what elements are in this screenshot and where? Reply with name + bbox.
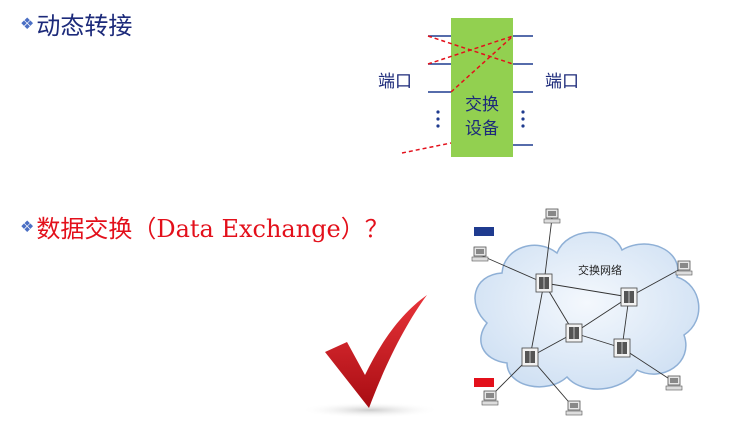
diamond-bullet-icon: ❖ [20,14,35,33]
network-diagram [471,208,700,416]
heading-data-exchange: ❖ 数据交换（Data Exchange）？ [20,209,389,244]
heading-text: 动态转接 [36,12,133,40]
checkmark-icon [300,295,440,418]
diamond-bullet-icon: ❖ [20,217,35,236]
blue-legend-swatch [474,227,494,236]
left-port-label: 端口 [378,72,412,92]
right-port-lines [513,35,533,146]
cloud-icon [474,231,700,390]
device-label: 交换 设备 [465,95,499,139]
cross-connections [401,35,514,154]
cloud-label: 交换网络 [578,264,622,277]
heading-dynamic-switching: ❖ 动态转接 [20,6,132,41]
red-legend-swatch [474,378,494,387]
heading-text: 数据交换（Data Exchange）？ [36,215,389,243]
ellipsis-dots [436,110,525,128]
right-port-label: 端口 [545,72,579,92]
left-port-lines [428,35,451,93]
switch-device-diagram [401,18,533,157]
switch-device-box [451,18,513,157]
